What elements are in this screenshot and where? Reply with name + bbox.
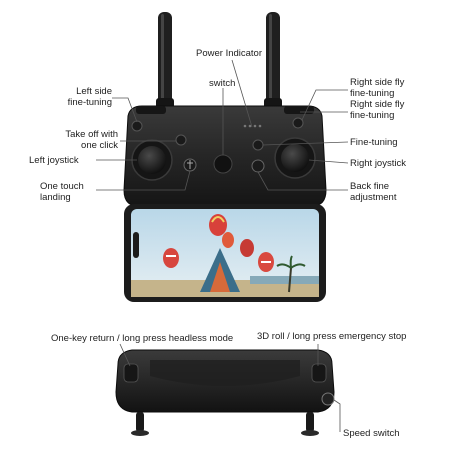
speed-icon — [321, 392, 335, 406]
label-line: one click — [81, 140, 118, 151]
left-antenna-icon — [156, 12, 174, 110]
label-line: fine-tuning — [67, 97, 112, 108]
label-one-touch-landing: One touch landing — [40, 181, 84, 203]
label-one-key-return: One-key return / long press headless mod… — [51, 333, 234, 344]
label-line: adjustment — [350, 192, 397, 203]
controller-top-body — [123, 105, 327, 207]
label-line: fine-tuning — [350, 110, 395, 121]
label-line: Take off with — [65, 129, 118, 140]
label-left-joystick: Left joystick — [29, 155, 79, 166]
label-right-side-fly-2: Right side fly fine-tuning — [350, 99, 404, 121]
label-line: landing — [40, 192, 71, 203]
leader-lines — [96, 59, 349, 432]
label-line: fine-tuning — [350, 88, 395, 99]
label-line: Back fine — [350, 181, 390, 192]
right-antenna-icon — [264, 12, 282, 110]
label-switch: switch — [209, 78, 236, 89]
led-dots-icon — [243, 124, 262, 128]
label-fine-tuning: Fine-tuning — [350, 137, 398, 148]
label-left-side-fine-tuning: Left side fine-tuning — [46, 86, 112, 108]
phone — [124, 204, 326, 302]
label-take-off: Take off with one click — [52, 129, 118, 151]
label-line: Right side fly — [350, 99, 405, 110]
label-back-fine-adjustment: Back fine adjustment — [350, 181, 396, 203]
label-right-joystick: Right joystick — [350, 158, 406, 169]
label-right-side-fly-1: Right side fly fine-tuning — [350, 77, 404, 99]
label-speed-switch: Speed switch — [343, 428, 400, 439]
label-power-indicator: Power Indicator — [196, 48, 263, 59]
controller-bottom-body — [115, 349, 335, 436]
label-3d-roll: 3D roll / long press emergency stop — [257, 331, 407, 342]
label-line: Left side — [76, 86, 112, 97]
label-line: Right side fly — [350, 77, 405, 88]
label-line: One touch — [40, 181, 84, 192]
